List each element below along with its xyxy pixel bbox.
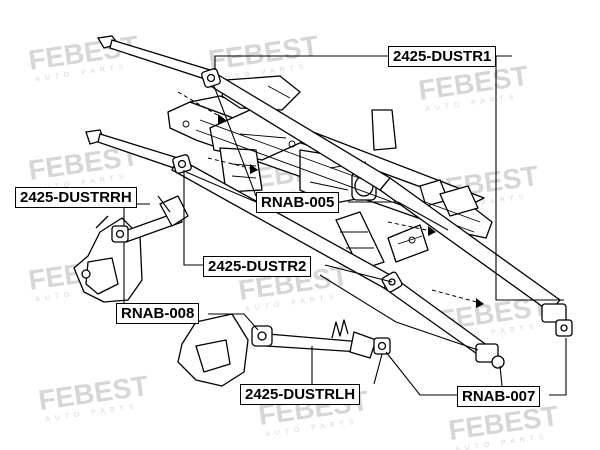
callout-2425-dustrlh: 2425-DUSTRLH	[240, 384, 361, 405]
leader-lines	[123, 55, 567, 396]
link-dustr2	[85, 129, 505, 369]
callout-rnab-007: RNAB-007	[457, 386, 541, 407]
dashed-arrows	[177, 91, 485, 305]
knuckle-lh	[177, 313, 391, 387]
callout-2425-dustr2: 2425-DUSTR2	[203, 256, 312, 277]
knuckle-rh	[73, 195, 189, 303]
callout-2425-dustrrh: 2425-DUSTRRH	[15, 187, 137, 208]
callout-rnab-005: RNAB-005	[256, 192, 340, 213]
link-dustr1	[96, 35, 573, 337]
callout-rnab-008: RNAB-008	[116, 303, 200, 324]
arrow-heads	[218, 114, 484, 308]
callout-2425-dustr1: 2425-DUSTR1	[388, 46, 497, 67]
